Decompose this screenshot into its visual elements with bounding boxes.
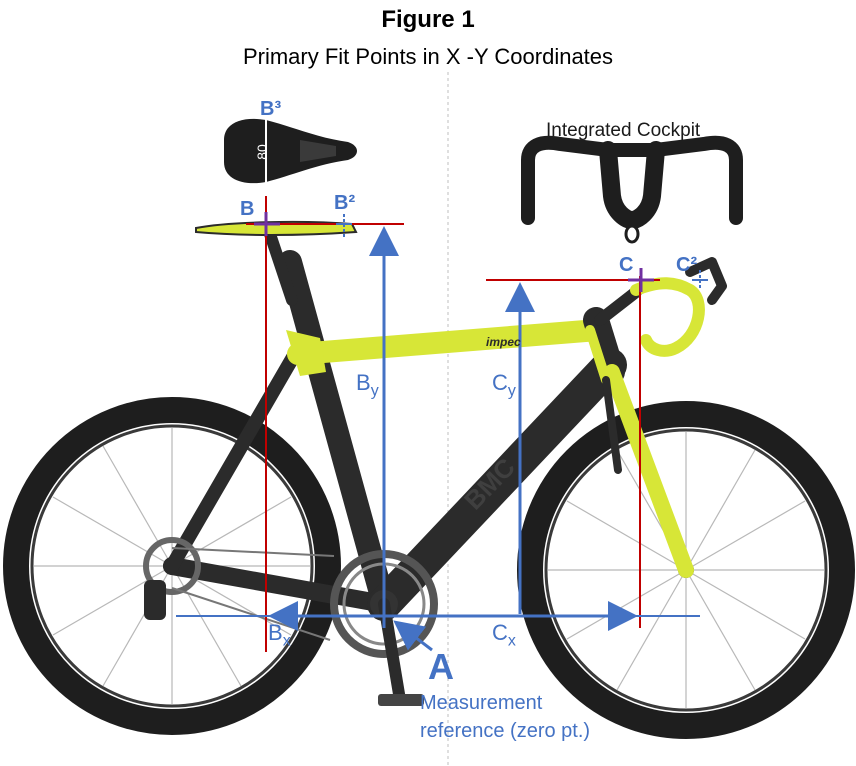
label-b3: B³: [260, 98, 282, 120]
label-c: C: [619, 254, 634, 276]
b2-marker: [336, 214, 352, 238]
label-a: A: [428, 646, 454, 687]
frame-brand-text: impec: [486, 335, 521, 349]
saddle: [195, 220, 358, 236]
bar-crosshair: [628, 268, 654, 292]
rear-derailleur: [143, 537, 335, 641]
red-guides: [246, 196, 660, 652]
saddle-number: 80: [254, 144, 270, 160]
c2-marker: [692, 270, 708, 290]
origin-crosshair: [372, 604, 396, 628]
label-by: By: [356, 370, 379, 400]
saddle-top-view: 80: [224, 118, 357, 186]
bike-frame: [163, 222, 727, 621]
reference-caption-line2: reference (zero pt.): [420, 720, 591, 742]
cockpit-image: [521, 135, 743, 244]
label-cy: Cy: [492, 370, 516, 400]
reference-caption-line1: Measurement: [420, 692, 543, 714]
label-b2: B²: [334, 192, 356, 214]
figure-title: Figure 1: [381, 6, 475, 33]
label-cx: Cx: [492, 620, 516, 650]
cockpit-label: Integrated Cockpit: [546, 120, 701, 141]
blue-arrows: [176, 226, 700, 652]
reference-pointer: [393, 620, 433, 652]
label-c2: C²: [676, 254, 698, 276]
saddle-crosshair: [254, 212, 280, 236]
label-bx: Bx: [268, 620, 291, 650]
label-b: B: [240, 198, 255, 220]
figure-subtitle: Primary Fit Points in X -Y Coordinates: [242, 44, 614, 69]
